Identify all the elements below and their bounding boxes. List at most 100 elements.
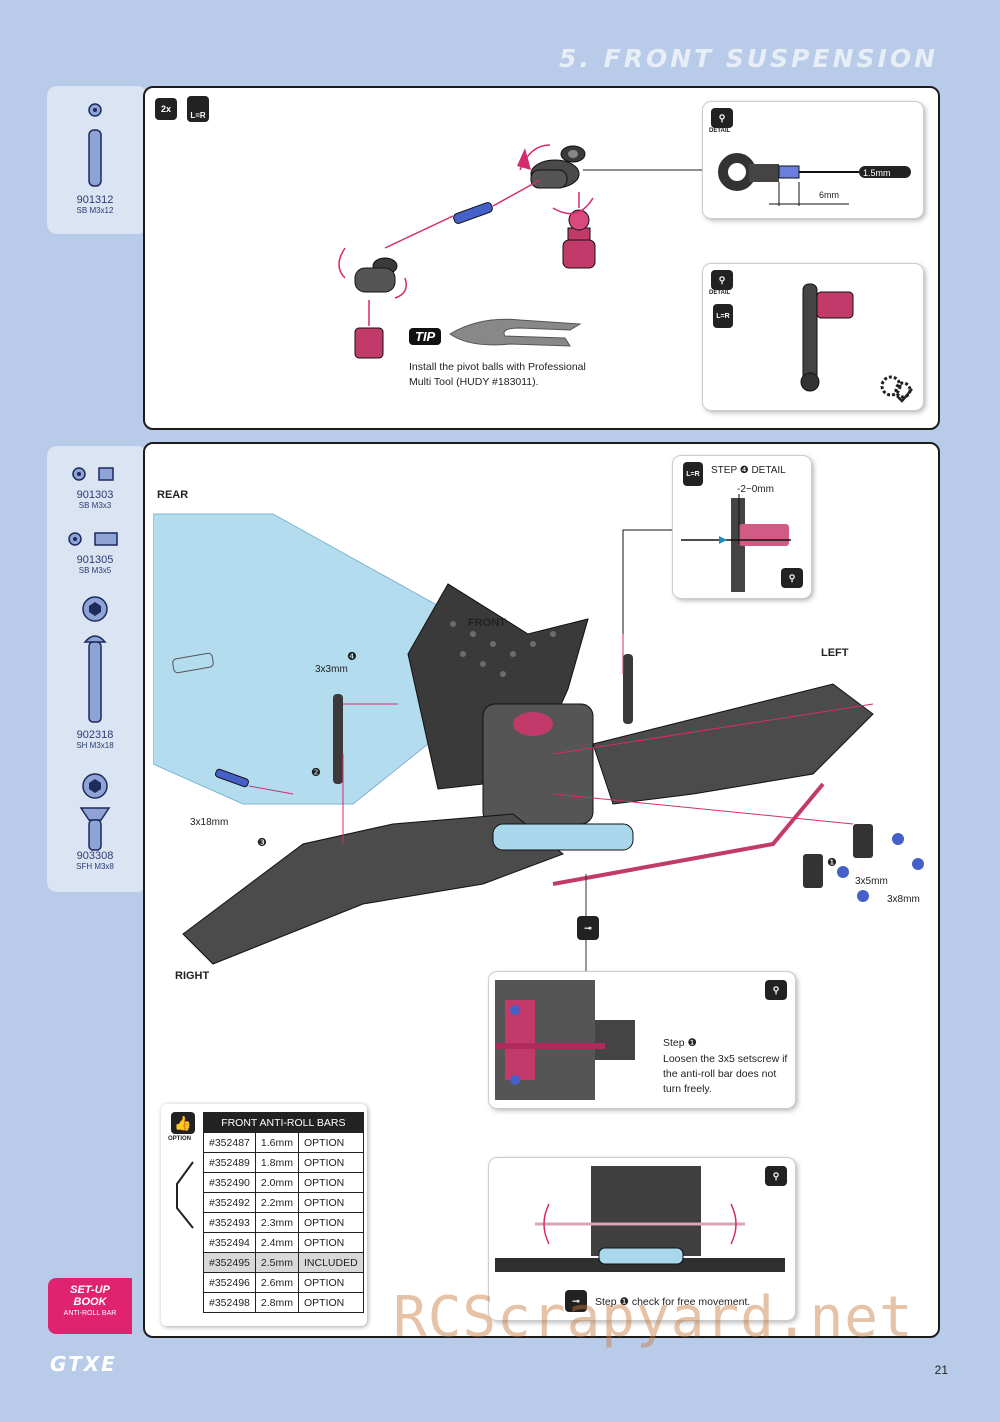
anti-roll-bar-movement-drawing xyxy=(495,1166,785,1272)
tip-badge: TIP xyxy=(409,328,442,345)
part-number: 902318 xyxy=(76,729,114,741)
status-cell: OPTION xyxy=(297,1152,364,1173)
diameter-cell: 2.5mm xyxy=(254,1252,299,1273)
part-spec: SH M3x18 xyxy=(76,741,114,750)
detail-magnifier-icon: ⚲ xyxy=(711,270,733,290)
detail-magnifier-icon: ⚲ xyxy=(781,568,803,588)
quantity-badge: 2x xyxy=(155,98,177,120)
detail-box-step1: ⚲ Step ❶ Loosen the 3x5 setscrew if the … xyxy=(489,972,795,1108)
detail-magnifier-icon: ⚲ xyxy=(765,980,787,1000)
step4-detail-drawing xyxy=(681,494,791,592)
option-label: OPTION xyxy=(168,1136,192,1142)
detail-box-rod-end: ⚲ DETAIL 1.5mm 6mm xyxy=(703,102,923,218)
part-code-cell: #352493 xyxy=(203,1212,256,1233)
status-cell: OPTION xyxy=(297,1172,364,1193)
detail-magnifier-icon: ⚲ xyxy=(765,1166,787,1186)
diameter-cell: 2.6mm xyxy=(254,1272,299,1293)
part-code-cell: #352496 xyxy=(203,1272,256,1293)
label-screw-3x8: 3x8mm xyxy=(887,894,920,905)
hex-wrench-icon: ⊸ xyxy=(565,1290,587,1312)
label-rear: REAR xyxy=(157,489,189,501)
left-right-badge: L=R xyxy=(713,304,733,328)
status-cell: OPTION xyxy=(297,1272,364,1293)
label-step-2: ❷ xyxy=(311,767,321,779)
diameter-cell: 2.2mm xyxy=(254,1192,299,1213)
diameter-cell: 2.3mm xyxy=(254,1212,299,1233)
rod-end-detail-drawing xyxy=(718,153,911,206)
diameter-cell: 2.8mm xyxy=(254,1292,299,1313)
diameter-cell: 1.8mm xyxy=(254,1152,299,1173)
part-spec: SB M3x12 xyxy=(76,206,114,215)
detail-magnifier-icon: ⚲ xyxy=(711,108,733,128)
movement-text: Step ❶ check for free movement. xyxy=(595,1296,751,1308)
label-right: RIGHT xyxy=(175,970,210,982)
status-cell: OPTION xyxy=(297,1232,364,1253)
multi-tool-icon xyxy=(449,318,582,347)
watermark: RCScrapyard.net xyxy=(393,1285,914,1350)
part-number: 903308 xyxy=(76,850,114,862)
step-panel-pivot-balls: 2x L=R xyxy=(143,86,940,430)
status-cell: INCLUDED xyxy=(297,1252,364,1273)
setup-badge-line2: BOOK xyxy=(73,1296,107,1308)
step1-text-line1: Loosen the 3x5 setscrew if xyxy=(663,1053,788,1065)
status-cell: OPTION xyxy=(297,1132,364,1153)
pivot-ball-assembly-drawing xyxy=(338,144,703,359)
part-code-cell: #352492 xyxy=(203,1192,256,1213)
section-title: 5. FRONT SUSPENSION xyxy=(559,44,938,73)
screw-parts-icons xyxy=(68,467,118,851)
detail-box-step4: L=R STEP ❹ DETAIL -2~0mm ⚲ xyxy=(673,456,811,598)
left-right-badge: L=R xyxy=(187,96,209,122)
detail-box-ball-end: ⚲ DETAIL L=R xyxy=(703,264,923,410)
diameter-cell: 1.6mm xyxy=(254,1132,299,1153)
table-title: FRONT ANTI-ROLL BARS xyxy=(203,1112,364,1133)
anti-roll-bar-shape-icon xyxy=(176,1161,194,1229)
front-suspension-assembly-drawing xyxy=(153,513,924,1024)
dim-label-1-5mm: 1.5mm xyxy=(863,168,891,178)
label-left: LEFT xyxy=(821,647,849,659)
part-code-cell: #352487 xyxy=(203,1132,256,1153)
part-number: 901303 xyxy=(76,489,114,501)
hex-wrench-icon: ⊸ xyxy=(577,916,599,940)
step1-text-line2: the anti-roll bar does not xyxy=(663,1068,777,1080)
left-right-badge: L=R xyxy=(683,462,703,486)
ball-end-detail-drawing xyxy=(800,283,854,392)
page-number: 21 xyxy=(934,1363,948,1377)
diameter-cell: 2.0mm xyxy=(254,1172,299,1193)
status-cell: OPTION xyxy=(297,1192,364,1213)
dim-label-2-0mm: -2~0mm xyxy=(737,484,774,495)
tip-text-line2: Multi Tool (HUDY #183011). xyxy=(409,376,539,388)
part-code-cell: #352494 xyxy=(203,1232,256,1253)
step1-text-line3: turn freely. xyxy=(663,1083,712,1095)
part-code-cell: #352490 xyxy=(203,1172,256,1193)
step4-detail-title: STEP ❹ DETAIL xyxy=(711,465,786,476)
label-step-3: ❸ xyxy=(257,837,267,849)
label-screw-3x3: 3x3mm xyxy=(315,664,348,675)
part-number: 901305 xyxy=(76,554,114,566)
setup-badge-line1: SET-UP xyxy=(70,1284,110,1296)
setup-badge-sub: ANTI-ROLL BAR xyxy=(63,1310,117,1317)
check-gears-icon xyxy=(880,375,913,403)
status-cell: OPTION xyxy=(297,1212,364,1233)
parts-sidebar-2: 901303 SB M3x3 901305 SB M3x5 902318 SH … xyxy=(47,446,147,892)
label-step-4: ❹ xyxy=(347,651,357,663)
step1-label: Step ❶ xyxy=(663,1037,697,1049)
label-screw-3x5: 3x5mm xyxy=(855,876,888,887)
part-number: 901312 xyxy=(76,194,114,206)
parts-sidebar-1: 901312 SB M3x12 xyxy=(47,86,147,234)
dim-label-6mm: 6mm xyxy=(819,190,839,200)
part-code-cell: #352498 xyxy=(203,1292,256,1313)
part-code-cell: #352495 xyxy=(203,1252,256,1273)
step-panel-front-suspension: REAR FRONT LEFT RIGHT 3x3mm ❹ ❷ 3x18mm ❸… xyxy=(143,442,940,1338)
tip-text-line1: Install the pivot balls with Professiona… xyxy=(409,361,586,373)
status-cell: OPTION xyxy=(297,1292,364,1313)
label-step-1: ❶ xyxy=(827,857,837,869)
